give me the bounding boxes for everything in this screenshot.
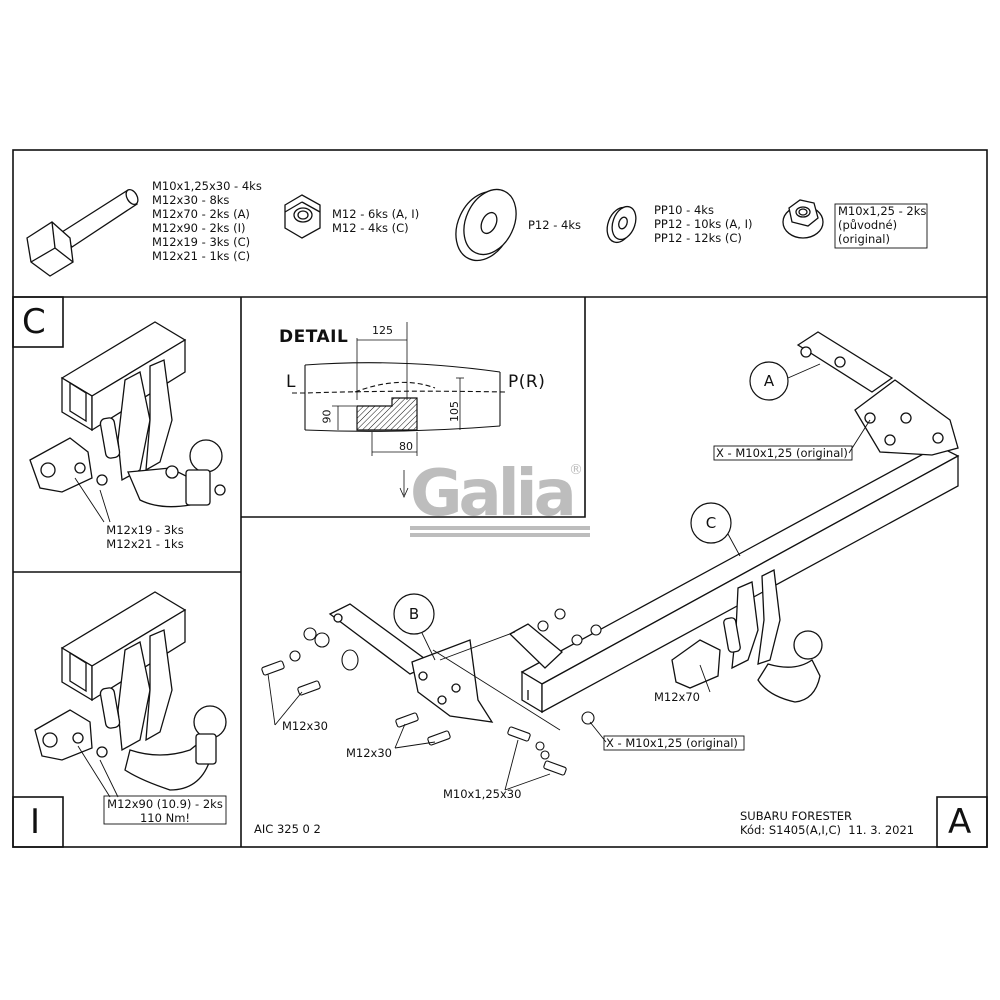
small-washer-icon [606, 205, 637, 244]
bolt-list: M10x1,25x30 - 4ks M12x30 - 8ks M12x70 - … [152, 179, 262, 263]
panel-letter-i: I [30, 802, 41, 842]
torque-label: 110 Nm! [139, 811, 191, 825]
bolt-spec: M10x1,25x30 - 4ks [152, 179, 262, 193]
bolt-label: M12x19 - 3ks [106, 523, 184, 537]
panel-c-bolts: M12x19 - 3ks M12x21 - 1ks [100, 523, 190, 551]
torque-label-box [103, 795, 227, 825]
small-washer-list: PP10 - 4ks PP12 - 10ks (A, I) PP12 - 12k… [654, 203, 752, 245]
m10x125x30-label: M10x1,25x30 [443, 787, 522, 801]
leader-lines-i [77, 745, 119, 798]
washer-spec: PP12 - 10ks (A, I) [654, 217, 753, 231]
bolt-icon [26, 188, 139, 277]
detail-left-label: L [286, 372, 296, 392]
kod-date: Kód: S1405(A,I,C) 11. 3. 2021 [740, 823, 915, 837]
panel-letter-a: A [948, 802, 972, 842]
flange-nut-spec: M10x1,25 - 2ks [838, 204, 927, 218]
bolt-spec: M12x90 - 2ks (I) [152, 221, 246, 235]
bolt-spec: M12x21 - 1ks (C) [152, 249, 251, 263]
panel-letter-c: C [22, 302, 46, 342]
main-hardware [261, 608, 602, 776]
bolt-spec: M12x19 - 3ks (C) [152, 235, 251, 249]
m12x30-label-a: M12x30 [282, 719, 328, 733]
detail-section-hatch [356, 397, 418, 431]
logo-underline-1 [410, 526, 590, 530]
right-bracket [796, 331, 959, 456]
main-crossbar [520, 445, 960, 714]
dim-top: 125 [372, 324, 393, 337]
nut-spec: M12 - 4ks (C) [332, 221, 409, 235]
bolt-spec: M12x70 - 2ks (A) [152, 207, 250, 221]
callout-a: A [763, 372, 775, 390]
panel-i-bolts: M12x90 (10.9) - 2ks 110 Nm! [104, 797, 226, 825]
detail-title: DETAIL [279, 327, 349, 347]
m12x30-label-b: M12x30 [346, 746, 392, 760]
bolt-spec: M12x30 - 8ks [152, 193, 230, 207]
x-label-bottom: X - M10x1,25 (original) [606, 736, 738, 750]
vehicle-name: SUBARU FORESTER [740, 809, 853, 823]
bolt-label: M12x90 (10.9) - 2ks [107, 797, 223, 811]
hex-nut-icon [284, 194, 321, 239]
main-hitch [671, 569, 823, 703]
hitch-assembly-c [29, 321, 226, 508]
m12x70-label: M12x70 [654, 690, 700, 704]
flange-nut-spec: (original) [838, 232, 890, 246]
leader-lines-main [267, 363, 871, 791]
callout-b: B [408, 605, 420, 623]
dim-left: 90 [320, 409, 334, 424]
washer-spec: PP12 - 12ks (C) [654, 231, 742, 245]
large-washer-icon [455, 188, 517, 262]
drawing-code: AIC 325 0 2 [254, 822, 321, 836]
callout-c: C [705, 514, 717, 532]
large-washer-spec: P12 - 4ks [528, 218, 581, 232]
detail-right-label: P(R) [508, 372, 546, 392]
bolt-label: M12x21 - 1ks [106, 537, 184, 551]
x-label-boxes [603, 203, 928, 751]
left-bracket [328, 603, 563, 723]
hitch-assembly-i [34, 591, 227, 791]
nut-spec: M12 - 6ks (A, I) [332, 207, 420, 221]
dim-right: 105 [448, 401, 461, 422]
x-label-top: X - M10x1,25 (original) [716, 446, 848, 460]
washer-spec: PP10 - 4ks [654, 203, 714, 217]
frame-lines [12, 149, 988, 848]
dim-bottom: 80 [399, 440, 413, 453]
leader-lines-c [74, 477, 111, 523]
registered-mark: ® [569, 462, 583, 478]
galia-logo: Galia [410, 457, 577, 531]
flange-nut-spec: (původné) [838, 218, 898, 232]
callout-circles [393, 361, 789, 635]
logo-underline-2 [410, 533, 590, 537]
flange-nut-icon [782, 199, 824, 239]
flange-nut-list: M10x1,25 - 2ks (původné) (original) [838, 204, 926, 246]
nut-list: M12 - 6ks (A, I) M12 - 4ks (C) [332, 207, 419, 235]
detail-profile [292, 322, 506, 498]
